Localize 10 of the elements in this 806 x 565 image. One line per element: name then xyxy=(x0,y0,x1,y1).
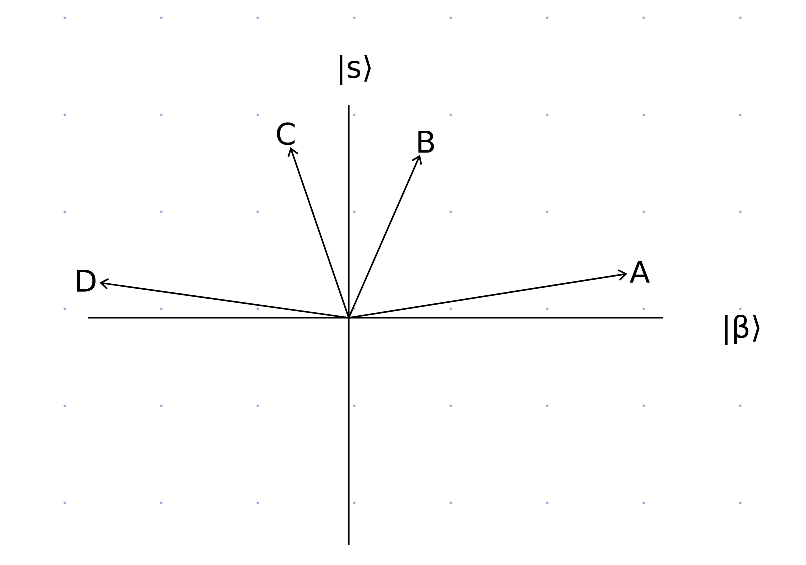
vector-label: B xyxy=(418,131,434,153)
vector-arrow xyxy=(100,278,350,319)
axis-label: |β⟩ xyxy=(725,314,760,346)
vector-label: D xyxy=(77,270,96,292)
vector-arrow xyxy=(348,155,422,318)
axis-label: |s⟩ xyxy=(340,55,372,85)
vector-arrow xyxy=(348,270,628,319)
vector-label: C xyxy=(277,122,295,146)
vector-label: A xyxy=(630,261,650,283)
vector-arrow xyxy=(288,148,350,318)
